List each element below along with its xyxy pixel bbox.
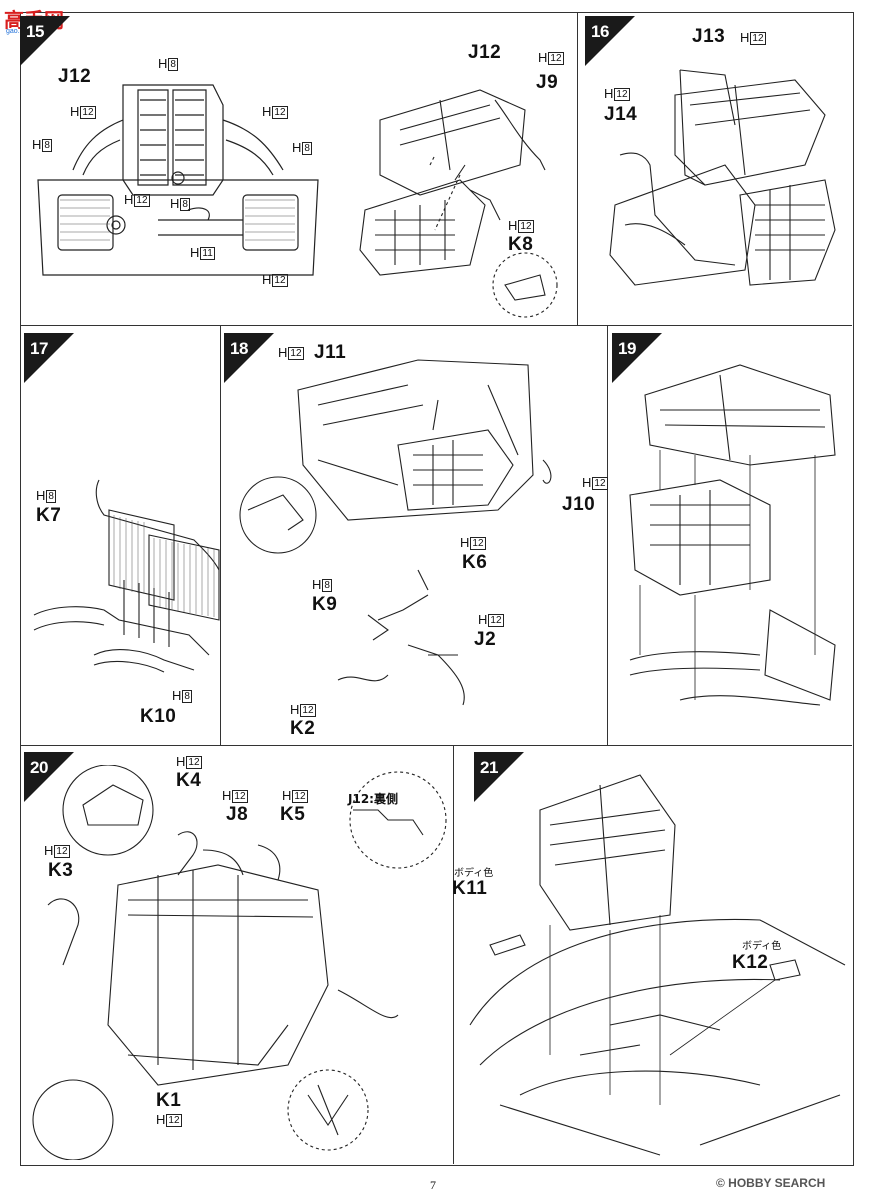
callout-j12-reverse-side: J12:裏側 xyxy=(348,792,398,806)
step-badge-16: 16 xyxy=(585,16,635,66)
j12-j9-assembly-drawing xyxy=(359,89,558,318)
part-label-k6: K6 xyxy=(462,552,488,573)
intercooler-drawing xyxy=(33,479,220,673)
step-badge-18: 18 xyxy=(224,333,274,383)
step-badge-15: 15 xyxy=(20,16,70,66)
engine-hose-install-drawing xyxy=(32,765,447,1160)
step-badge-20: 20 xyxy=(24,752,74,802)
divider xyxy=(220,325,221,745)
part-label-k4: K4 xyxy=(176,770,202,791)
part-label-k11: K11 xyxy=(452,878,488,899)
engine-assembly-exploded-drawing xyxy=(629,364,836,706)
j13-j14-assembly-drawing xyxy=(609,69,836,286)
divider xyxy=(20,745,852,746)
part-label-j8: J8 xyxy=(226,804,249,825)
part-label-j13: J13 xyxy=(692,26,726,47)
part-label-k1: K1 xyxy=(156,1090,182,1111)
step-badge-21: 21 xyxy=(474,752,524,802)
divider xyxy=(607,325,608,745)
part-label-k8: K8 xyxy=(508,234,534,255)
part-label-j2: J2 xyxy=(474,629,497,650)
watermark: © HOBBY SEARCH xyxy=(716,1176,826,1190)
page-number: 7 xyxy=(430,1178,436,1192)
part-label-k2: K2 xyxy=(290,718,316,739)
divider xyxy=(20,325,852,326)
part-label-k3: K3 xyxy=(48,860,74,881)
step-badge-19: 19 xyxy=(612,333,662,383)
part-label-k10: K10 xyxy=(140,706,177,727)
part-label-j12: J12 xyxy=(58,66,92,87)
part-label-j9: J9 xyxy=(536,72,559,93)
color-note-body: ボディ色 xyxy=(742,941,782,952)
part-label-k7: K7 xyxy=(36,505,62,526)
part-label-j10: J10 xyxy=(562,494,596,515)
page-frame xyxy=(20,12,854,1166)
part-label-k12: K12 xyxy=(732,952,769,973)
divider xyxy=(453,745,454,1164)
part-label-k9: K9 xyxy=(312,594,338,615)
part-label-j11: J11 xyxy=(314,342,347,363)
body-engine-install-drawing xyxy=(469,774,846,1156)
color-note-body: ボディ色 xyxy=(454,868,494,879)
engine-hoses-drawing xyxy=(239,359,552,706)
step-badge-17: 17 xyxy=(24,333,74,383)
engine-intake-drawing xyxy=(37,84,319,276)
divider xyxy=(577,12,578,325)
part-label-j12: J12 xyxy=(468,42,502,63)
part-label-j14: J14 xyxy=(604,104,638,125)
part-label-k5: K5 xyxy=(280,804,306,825)
